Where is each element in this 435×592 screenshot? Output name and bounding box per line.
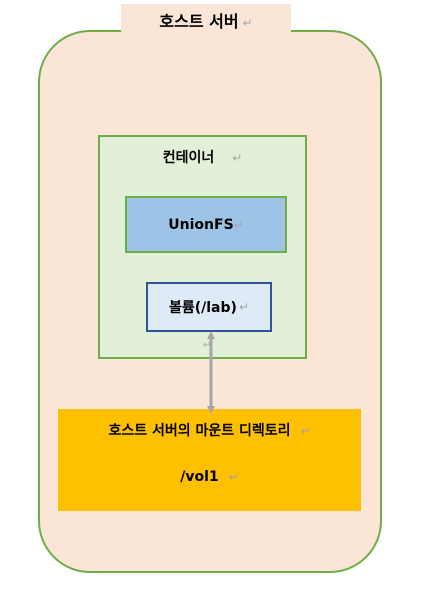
host-server-title-background	[121, 4, 291, 40]
paragraph-mark-icon: ↵	[238, 300, 249, 314]
host-server-title: 호스트 서버↵	[121, 10, 291, 34]
unionfs-label: UnionFS	[168, 216, 234, 233]
volume-box: 볼륨(/lab)↵	[146, 282, 272, 332]
container-title: 컨테이너 ↵	[98, 147, 307, 169]
paragraph-mark-icon: ↵	[233, 217, 244, 232]
host-server-label: 호스트 서버	[159, 12, 239, 31]
mount-path-label: /vol1	[180, 469, 219, 485]
mount-directory-label: 호스트 서버의 마운트 디렉토리	[108, 423, 291, 439]
mount-directory-path: /vol1 ↵	[58, 466, 361, 488]
paragraph-mark-icon: ↵	[228, 470, 239, 484]
container-label: 컨테이너	[162, 150, 215, 166]
paragraph-mark-icon: ↵	[242, 16, 253, 30]
unionfs-box: UnionFS↵	[125, 196, 287, 253]
paragraph-mark-icon: ↵	[300, 424, 311, 438]
paragraph-mark-icon: ↵	[203, 340, 211, 351]
mount-directory-title: 호스트 서버의 마운트 디렉토리 ↵	[58, 420, 361, 442]
paragraph-mark-icon: ↵	[232, 151, 243, 165]
volume-label: 볼륨(/lab)	[168, 300, 237, 316]
host-mount-directory-box	[58, 409, 361, 511]
